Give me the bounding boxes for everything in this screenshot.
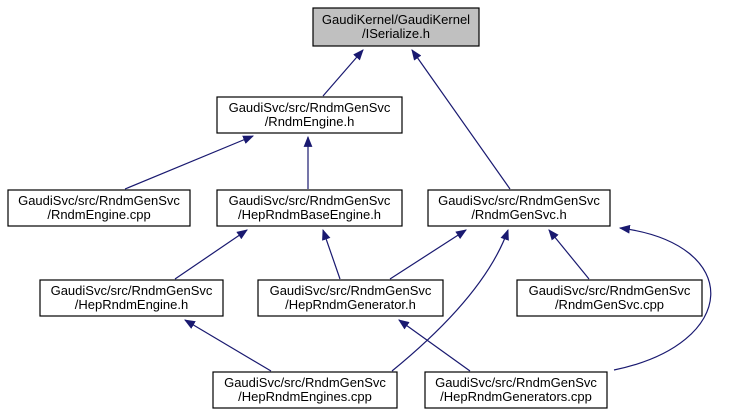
node-box[interactable] [216, 189, 403, 227]
edge-heprndmgenerator_h-to-rndmgensvc_h [389, 229, 467, 280]
node-label-line: /RndmGenSvc.h [471, 207, 566, 222]
edge-heprndmengines_cpp-to-rndmgensvc_h [391, 228, 509, 372]
node-label-line: /HepRndmBaseEngine.h [238, 207, 381, 222]
edge-rndmgensvc_cpp-to-rndmgensvc_h [548, 229, 590, 280]
node-box[interactable] [7, 189, 191, 227]
node-label-line: GaudiSvc/src/RndmGenSvc [435, 375, 597, 390]
node-box[interactable] [257, 279, 444, 317]
nodes-layer: GaudiKernel/GaudiKernel/ISerialize.hGaud… [7, 7, 703, 409]
node-box [312, 7, 480, 47]
node-label-line: GaudiSvc/src/RndmGenSvc [229, 100, 391, 115]
node-label-line: GaudiSvc/src/RndmGenSvc [529, 283, 691, 298]
edge-heprndmengine_h-to-heprndmbaseengine_h [174, 229, 248, 280]
node-iserialize_h: GaudiKernel/GaudiKernel/ISerialize.h [312, 7, 480, 47]
edge-heprndmgenerators_cpp-to-heprndmgenerator_h [398, 319, 471, 372]
node-label-line: /RndmEngine.cpp [47, 207, 150, 222]
edge-heprndmgenerator_h-to-heprndmbaseengine_h [322, 228, 341, 280]
node-rndmgensvc_cpp[interactable]: GaudiSvc/src/RndmGenSvc/RndmGenSvc.cpp [516, 279, 703, 317]
edge-rndmengine_cpp-to-rndmengine_h [124, 135, 255, 190]
node-label-line: GaudiSvc/src/RndmGenSvc [270, 283, 432, 298]
node-box[interactable] [516, 279, 703, 317]
node-box[interactable] [427, 189, 611, 227]
node-box[interactable] [216, 96, 403, 134]
node-label-line: GaudiSvc/src/RndmGenSvc [229, 193, 391, 208]
edge-heprndmgenerators_cpp-to-rndmgensvc_h [613, 224, 712, 371]
node-rndmengine_cpp[interactable]: GaudiSvc/src/RndmGenSvc/RndmEngine.cpp [7, 189, 191, 227]
node-heprndmbaseengine_h[interactable]: GaudiSvc/src/RndmGenSvc/HepRndmBaseEngin… [216, 189, 403, 227]
node-rndmgensvc_h[interactable]: GaudiSvc/src/RndmGenSvc/RndmGenSvc.h [427, 189, 611, 227]
node-label-line: /HepRndmGenerators.cpp [440, 389, 592, 404]
node-label-line: /ISerialize.h [362, 26, 430, 41]
node-label-line: GaudiSvc/src/RndmGenSvc [438, 193, 600, 208]
node-box[interactable] [39, 279, 224, 317]
node-label-line: /HepRndmGenerator.h [285, 297, 416, 312]
edge-heprndmengines_cpp-to-heprndmengine_h [184, 319, 272, 372]
node-heprndmgenerator_h[interactable]: GaudiSvc/src/RndmGenSvc/HepRndmGenerator… [257, 279, 444, 317]
node-label-line: /RndmEngine.h [265, 114, 355, 129]
node-label-line: GaudiSvc/src/RndmGenSvc [51, 283, 213, 298]
edge-rndmgensvc_h-to-iserialize_h [411, 49, 511, 190]
node-box[interactable] [424, 371, 608, 409]
node-label-line: GaudiSvc/src/RndmGenSvc [18, 193, 180, 208]
node-label-line: /HepRndmEngines.cpp [238, 389, 372, 404]
node-heprndmengine_h[interactable]: GaudiSvc/src/RndmGenSvc/HepRndmEngine.h [39, 279, 224, 317]
node-heprndmgenerators_cpp[interactable]: GaudiSvc/src/RndmGenSvc/HepRndmGenerator… [424, 371, 608, 409]
node-rndmengine_h[interactable]: GaudiSvc/src/RndmGenSvc/RndmEngine.h [216, 96, 403, 134]
edge-rndmengine_h-to-iserialize_h [322, 49, 364, 97]
node-label-line: /HepRndmEngine.h [75, 297, 188, 312]
node-label-line: GaudiSvc/src/RndmGenSvc [224, 375, 386, 390]
node-heprndmengines_cpp[interactable]: GaudiSvc/src/RndmGenSvc/HepRndmEngines.c… [212, 371, 398, 409]
edges-layer [124, 49, 712, 372]
node-label-line: GaudiKernel/GaudiKernel [322, 12, 470, 27]
node-label-line: /RndmGenSvc.cpp [555, 297, 664, 312]
node-box[interactable] [212, 371, 398, 409]
